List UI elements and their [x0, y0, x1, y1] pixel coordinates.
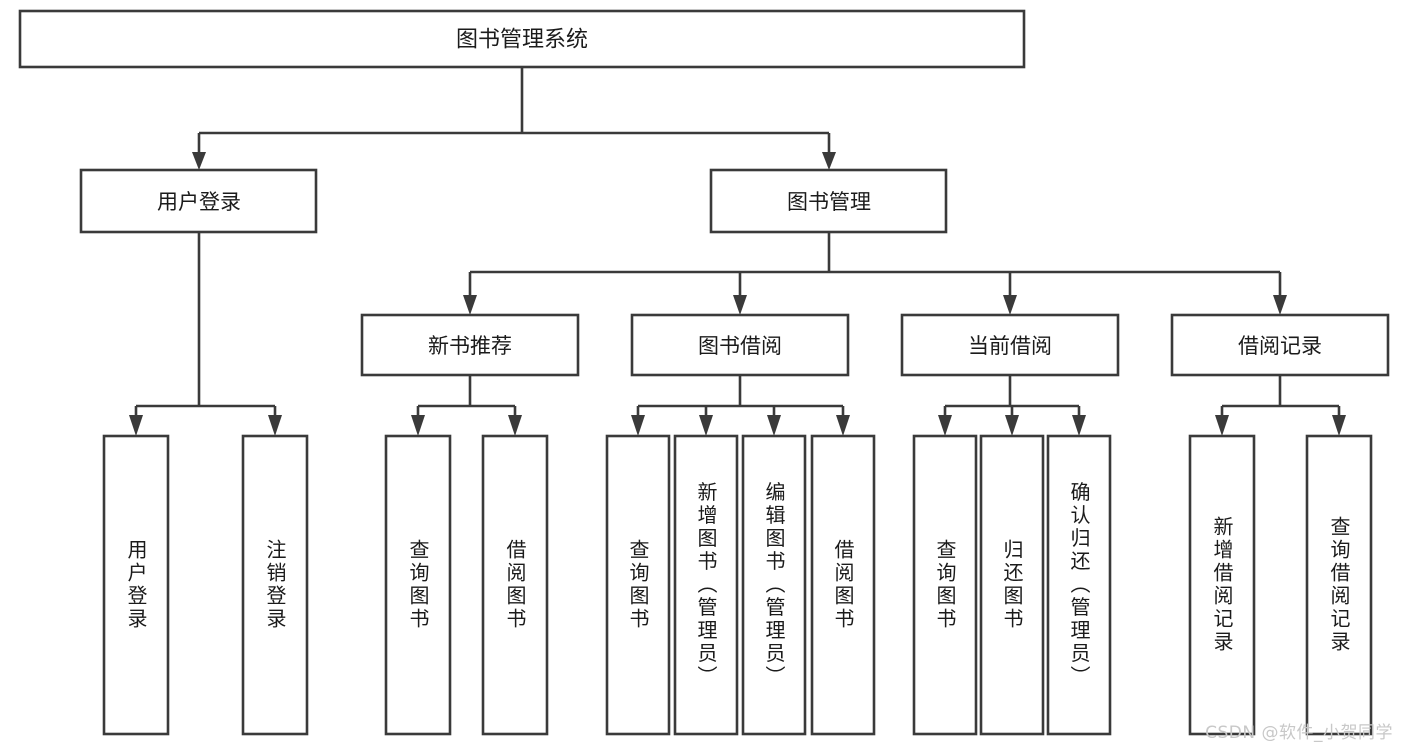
leaf-user-login-label: 用户登录	[124, 539, 148, 631]
node-book-borrow[interactable]: 图书借阅	[630, 313, 850, 377]
node-new-book-recommend[interactable]: 新书推荐	[360, 313, 580, 377]
node-book-manage[interactable]: 图书管理	[709, 168, 948, 234]
book-borrow-box[interactable]	[630, 313, 850, 377]
connector-layer	[129, 67, 1346, 436]
leaf-user-login-box[interactable]	[102, 434, 170, 736]
node-leaf-query-book-1[interactable]: 查询图书	[384, 434, 452, 736]
leaf-query-record-label: 查询借阅记录	[1327, 516, 1351, 654]
node-leaf-query-book-3[interactable]: 查询图书	[912, 434, 978, 736]
arrow-to-leaf-add-record	[1215, 415, 1229, 436]
current-borrow-label: 当前借阅	[968, 334, 1052, 358]
root-label: 图书管理系统	[456, 28, 588, 53]
new-book-recommend-label: 新书推荐	[428, 334, 512, 358]
leaf-return-book-box[interactable]	[979, 434, 1045, 736]
node-leaf-add-record[interactable]: 新增借阅记录	[1188, 434, 1256, 736]
current-borrow-box[interactable]	[900, 313, 1120, 377]
leaf-edit-book-label: 编辑图书（管理员）	[762, 481, 786, 688]
user-login-box[interactable]	[79, 168, 318, 234]
node-leaf-user-login[interactable]: 用户登录	[102, 434, 170, 736]
node-leaf-edit-book[interactable]: 编辑图书（管理员）	[741, 434, 807, 736]
arrow-to-leaf-query-book-1	[411, 415, 425, 436]
node-leaf-borrow-book-1[interactable]: 借阅图书	[481, 434, 549, 736]
arrow-to-current-borrow	[1003, 295, 1017, 315]
leaf-query-book-3-label: 查询图书	[933, 539, 957, 631]
leaf-borrow-book-1-box[interactable]	[481, 434, 549, 736]
leaf-confirm-return-label: 确认归还（管理员）	[1067, 481, 1091, 688]
leaf-confirm-return-box[interactable]	[1046, 434, 1112, 736]
leaf-borrow-book-2-box[interactable]	[810, 434, 876, 736]
node-root[interactable]: 图书管理系统	[18, 9, 1026, 69]
leaf-edit-book-box[interactable]	[741, 434, 807, 736]
node-leaf-query-record[interactable]: 查询借阅记录	[1305, 434, 1373, 736]
node-leaf-borrow-book-2[interactable]: 借阅图书	[810, 434, 876, 736]
leaf-query-book-1-box[interactable]	[384, 434, 452, 736]
root-box[interactable]	[18, 9, 1026, 69]
arrow-to-leaf-query-book-2	[631, 415, 645, 436]
arrow-to-book-borrow	[733, 295, 747, 315]
leaf-query-book-1-label: 查询图书	[406, 539, 430, 631]
user-login-label: 用户登录	[157, 190, 241, 214]
book-manage-label: 图书管理	[787, 190, 871, 214]
leaf-borrow-book-2-label: 借阅图书	[831, 539, 855, 631]
arrow-to-user-login	[192, 152, 206, 170]
arrow-to-leaf-query-record	[1332, 415, 1346, 436]
leaf-query-book-2-label: 查询图书	[626, 539, 650, 631]
leaf-logout-box[interactable]	[241, 434, 309, 736]
arrow-to-leaf-borrow-book-1	[508, 415, 522, 436]
arrow-to-leaf-return-book	[1005, 415, 1019, 436]
leaf-logout-label: 注销登录	[263, 539, 287, 631]
arrow-to-leaf-logout	[268, 415, 282, 436]
leaf-add-record-label: 新增借阅记录	[1210, 516, 1234, 654]
leaf-query-book-3-box[interactable]	[912, 434, 978, 736]
node-leaf-return-book[interactable]: 归还图书	[979, 434, 1045, 736]
node-user-login[interactable]: 用户登录	[79, 168, 318, 234]
leaf-add-book-box[interactable]	[673, 434, 739, 736]
node-leaf-confirm-return[interactable]: 确认归还（管理员）	[1046, 434, 1112, 736]
borrow-record-box[interactable]	[1170, 313, 1390, 377]
arrow-to-leaf-add-book	[699, 415, 713, 436]
arrow-to-new-book-recommend	[463, 295, 477, 315]
arrow-to-leaf-borrow-book-2	[836, 415, 850, 436]
arrow-to-leaf-user-login	[129, 415, 143, 436]
leaf-borrow-book-1-label: 借阅图书	[503, 539, 527, 631]
book-borrow-label: 图书借阅	[698, 334, 782, 358]
new-book-recommend-box[interactable]	[360, 313, 580, 377]
node-leaf-query-book-2[interactable]: 查询图书	[605, 434, 671, 736]
leaf-return-book-label: 归还图书	[1000, 539, 1024, 631]
arrow-to-leaf-query-book-3	[938, 415, 952, 436]
borrow-record-label: 借阅记录	[1238, 334, 1322, 358]
arrow-to-borrow-record	[1273, 295, 1287, 315]
node-leaf-add-book[interactable]: 新增图书（管理员）	[673, 434, 739, 736]
node-borrow-record[interactable]: 借阅记录	[1170, 313, 1390, 377]
leaf-add-record-box[interactable]	[1188, 434, 1256, 736]
node-leaf-logout[interactable]: 注销登录	[241, 434, 309, 736]
arrow-to-leaf-confirm-return	[1072, 415, 1086, 436]
leaf-query-book-2-box[interactable]	[605, 434, 671, 736]
arrow-to-leaf-edit-book	[767, 415, 781, 436]
leaf-add-book-label: 新增图书（管理员）	[694, 481, 718, 688]
arrow-to-book-manage	[822, 152, 836, 170]
node-current-borrow[interactable]: 当前借阅	[900, 313, 1120, 377]
book-manage-box[interactable]	[709, 168, 948, 234]
leaf-query-record-box[interactable]	[1305, 434, 1373, 736]
